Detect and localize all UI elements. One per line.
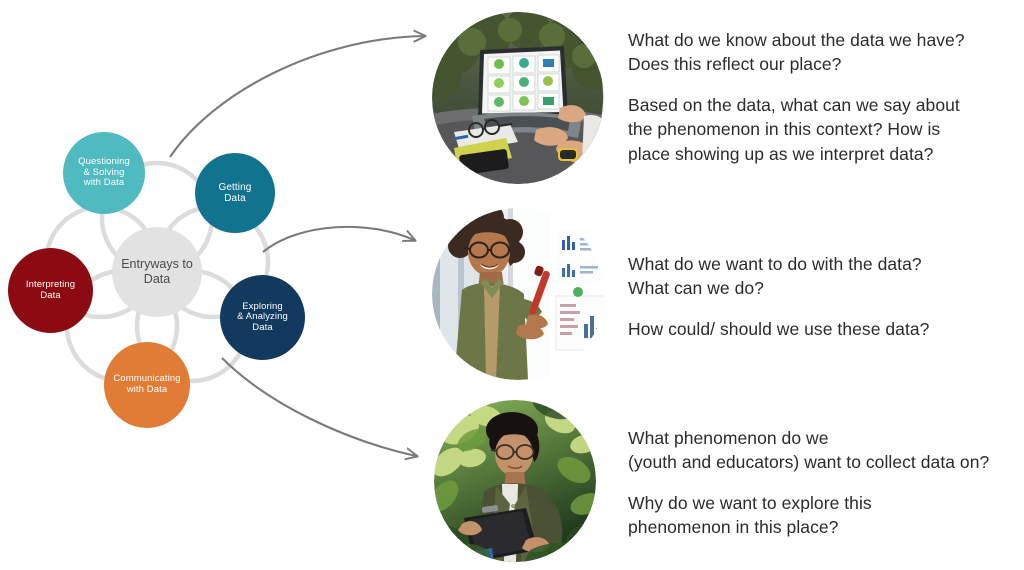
question-line: What can we do?: [628, 278, 764, 299]
bubble-label-line: Data: [40, 289, 61, 301]
bubble-questioning-solving-with-data[interactable]: Questioning & Solving with Data: [63, 132, 145, 214]
bubble-label-line: Getting: [218, 181, 252, 193]
bubble-label-line: with Data: [83, 177, 125, 189]
bubble-label-line: & Analyzing: [237, 311, 288, 323]
bubble-label-line: Data: [224, 193, 246, 204]
bubble-label-line: Data: [252, 321, 273, 333]
bubble-label-line: Communicating: [113, 373, 181, 385]
questions-row-3: What phenomenon do we (youth and educato…: [628, 426, 1018, 540]
question-line: (youth and educators) want to collect da…: [628, 452, 990, 473]
questions-row-1: What do we know about the data we have? …: [628, 28, 1000, 166]
question-line: Based on the data, what can we say about: [628, 95, 960, 116]
center-label-line-1: Entryways: [121, 257, 179, 271]
bubble-communicating-with-data[interactable]: Communicating with Data: [104, 342, 190, 428]
questions-row-2: What do we want to do with the data? Wha…: [628, 252, 1000, 341]
question-line: Why do we want to explore this: [628, 493, 872, 514]
center-label-entryways-to-data: Entryways to Data: [112, 227, 202, 317]
question-line: How could/ should we use these data?: [628, 319, 930, 340]
bubble-label-line: & Solving: [83, 166, 125, 178]
question-line: Does this reflect our place?: [628, 54, 842, 75]
question-line: What do we know about the data we have?: [628, 30, 965, 50]
center-label-line-2: to Data: [143, 257, 193, 286]
bubble-label-line: Questioning: [78, 156, 130, 168]
bubble-label-line: Exploring: [242, 300, 283, 312]
question-line: place showing up as we interpret data?: [628, 143, 934, 164]
question-line: What do we want to do with the data?: [628, 254, 922, 274]
bubble-interpreting-data[interactable]: Interpreting Data: [8, 248, 93, 333]
question-line: What phenomenon do we: [628, 428, 829, 448]
entryways-to-data-cluster: Entryways to Data Questioning & Solving …: [0, 110, 330, 430]
question-line: the phenomenon in this context? How is: [628, 119, 941, 140]
bubble-getting-data[interactable]: Getting Data: [195, 153, 275, 233]
question-line: phenomenon in this place?: [628, 517, 839, 538]
bubble-label-line: Interpreting: [25, 278, 76, 290]
photo-presenter-whiteboard: [432, 208, 604, 380]
photo-laptop-data-dashboard: [432, 12, 604, 184]
bubble-label-line: with Data: [126, 384, 168, 395]
bubble-exploring-analyzing-data[interactable]: Exploring & Analyzing Data: [220, 275, 305, 360]
photo-field-researcher-clipboard: [434, 400, 596, 562]
